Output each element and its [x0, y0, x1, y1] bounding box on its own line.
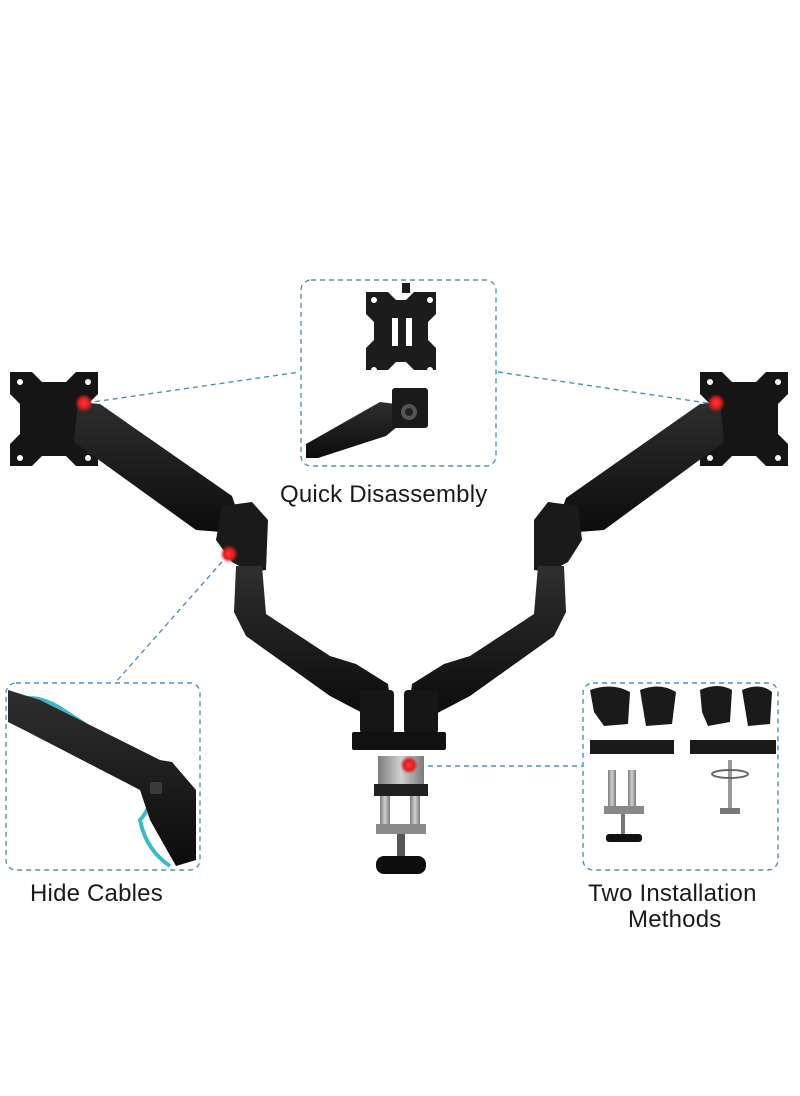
- caption-install-line2: Methods: [628, 906, 722, 933]
- right-arm: [408, 402, 724, 718]
- leader-quick-left: [85, 371, 301, 404]
- caption-install-line1: Two Installation: [588, 880, 757, 907]
- marker-cable: [220, 545, 238, 563]
- arm-end-detail-icon: [306, 388, 428, 458]
- clamp-mount-icon: [590, 686, 676, 842]
- callout-hide-cables: [5, 682, 201, 871]
- center-mount: [352, 690, 446, 874]
- vesa-plate-detail-icon: [366, 283, 436, 373]
- marker-clamp: [400, 756, 418, 774]
- caption-hide-cables: Hide Cables: [30, 880, 163, 907]
- arm-cable-detail-icon: [8, 690, 196, 866]
- callout-quick-disassembly: [300, 279, 497, 467]
- callout-installation-methods: [582, 682, 779, 871]
- marker-left-plate: [75, 394, 93, 412]
- feature-markers: [75, 394, 725, 774]
- caption-quick-disassembly: Quick Disassembly: [280, 481, 488, 508]
- grommet-mount-icon: [690, 686, 776, 814]
- leader-hide: [114, 554, 229, 684]
- marker-right-plate: [707, 394, 725, 412]
- leader-lines: [85, 371, 715, 767]
- leader-quick-right: [497, 371, 715, 405]
